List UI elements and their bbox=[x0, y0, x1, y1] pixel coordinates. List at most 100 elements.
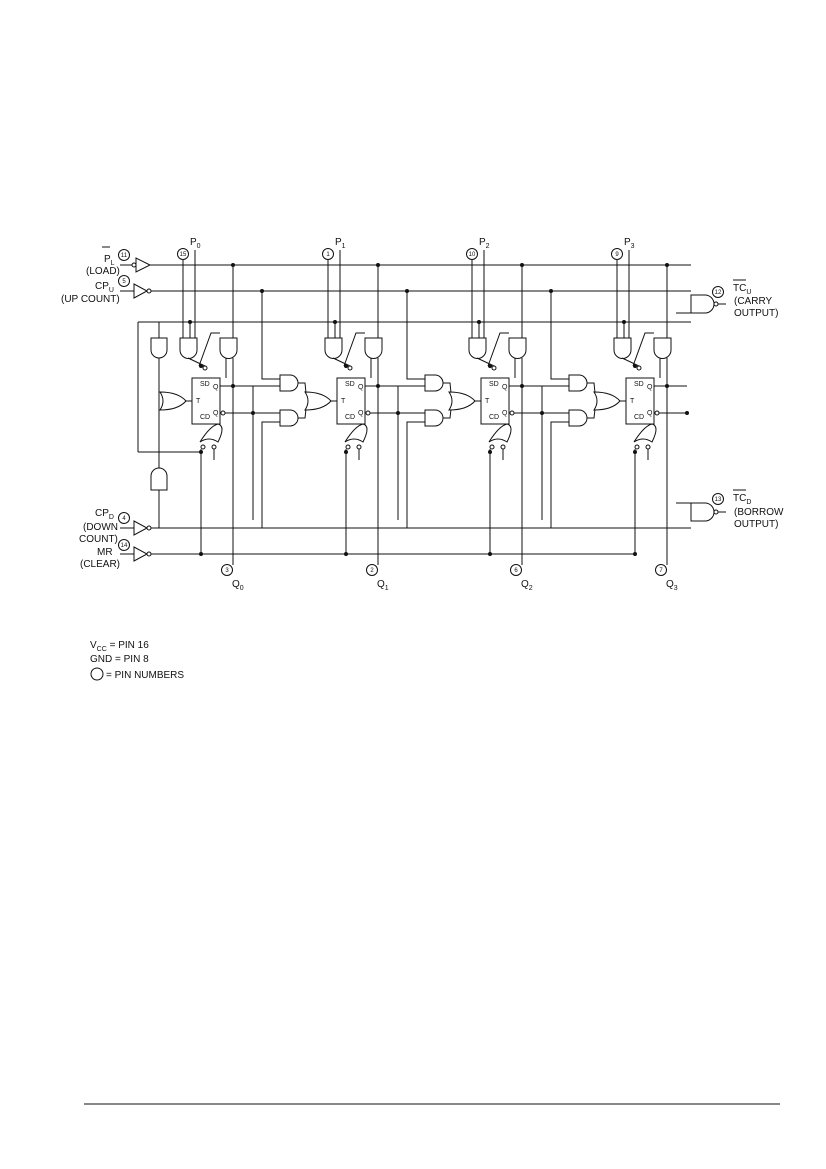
borrow-label: TCD bbox=[733, 493, 751, 506]
pin-number-cpd: 4 bbox=[122, 516, 126, 522]
stage-1-t-label: T bbox=[341, 398, 346, 405]
stage-0-up-out bbox=[298, 382, 307, 394]
stage-2-flipflop bbox=[480, 377, 510, 425]
stage-3-clear-bubble-b bbox=[645, 444, 651, 450]
stage-3-p-label: P3 bbox=[624, 237, 635, 250]
stage-3-q-pin-number: 7 bbox=[659, 568, 663, 574]
stage-1-mr-dot bbox=[344, 552, 348, 556]
pin-circle-pl bbox=[118, 249, 130, 261]
cpu-inversion-bubble bbox=[146, 288, 152, 294]
cpd-label: CPD bbox=[95, 508, 114, 521]
stage-0-p-label: P0 bbox=[190, 237, 201, 250]
stage-3-preset-bubble bbox=[636, 365, 642, 371]
stage-2-q-label: Q bbox=[502, 384, 508, 391]
stage-3-clear-or bbox=[633, 423, 657, 443]
stage-2-down-out bbox=[587, 408, 596, 419]
stage-1-down-clock bbox=[406, 421, 425, 528]
stage-2-up-clock-dot bbox=[549, 289, 553, 293]
stage-2-p-pin-circle bbox=[466, 248, 478, 260]
stage-1-up-out bbox=[443, 382, 452, 394]
pin-number-cpu: 5 bbox=[122, 279, 126, 285]
stage-1-preset-nand bbox=[324, 337, 343, 359]
stage-0-clear-nand bbox=[219, 337, 238, 359]
stage-0-preset-nand bbox=[179, 337, 198, 359]
pl-label: PL bbox=[104, 254, 115, 267]
stage-1-down-out bbox=[443, 408, 452, 419]
stage-2-down-clock bbox=[550, 421, 569, 528]
stage-1-cd-label: CD bbox=[345, 414, 355, 421]
stage-0-q-pin-number: 3 bbox=[225, 568, 229, 574]
stage-3-p-pin-circle bbox=[611, 248, 623, 260]
gnd-note: GND = PIN 8 bbox=[90, 654, 149, 665]
stage-3-preset-out bbox=[621, 357, 640, 367]
pin-legend-text: = PIN NUMBERS bbox=[106, 670, 184, 681]
mr-label: MR bbox=[97, 547, 113, 558]
cpd-inversion-bubble bbox=[146, 525, 152, 531]
stage-3-preset-nand bbox=[613, 337, 632, 359]
stage-3-q-label: Q3 bbox=[666, 579, 678, 592]
stage-2-preset-nand bbox=[468, 337, 487, 359]
stage-3-qbar-bubble bbox=[654, 410, 660, 416]
pin-circle-cpu bbox=[118, 275, 130, 287]
stage-1-p-label: P1 bbox=[335, 237, 346, 250]
pin-circle-carry bbox=[712, 286, 724, 298]
vcc-note: VCC = PIN 16 bbox=[90, 640, 149, 653]
stage-1-clear-bubble-a bbox=[345, 444, 351, 450]
stage-0-clear-bubble-b bbox=[211, 444, 217, 450]
stage-0-q-label: Q0 bbox=[232, 579, 244, 592]
stage-1-sd-label: SD bbox=[345, 381, 355, 388]
stage-1-up-clock bbox=[406, 291, 425, 380]
stage-3-q-pin-circle bbox=[655, 564, 667, 576]
stage-0-up-and bbox=[279, 374, 299, 392]
counter-stages: P015SDTCDQQ3Q0P11SDTCDQQ2Q1P210SDTCDQQ6Q… bbox=[159, 237, 689, 592]
pin-number-mr: 14 bbox=[121, 543, 128, 549]
stage-3-sd-label: SD bbox=[634, 381, 644, 388]
mr-desc: (CLEAR) bbox=[80, 559, 120, 570]
stage-3-mr-dot bbox=[633, 552, 637, 556]
stage-2-t-or bbox=[448, 391, 476, 411]
stage-0-clear-junction bbox=[199, 450, 203, 454]
stage-1-q-label: Q1 bbox=[377, 579, 389, 592]
cpd-desc-2: COUNT) bbox=[79, 534, 118, 545]
stage-2-q-label: Q2 bbox=[521, 579, 533, 592]
stage-0-qbar-label: Q bbox=[213, 410, 219, 417]
load-nand-gate bbox=[150, 337, 168, 359]
stage-0-q-label: Q bbox=[213, 384, 219, 391]
pin-circle-mr bbox=[118, 539, 130, 551]
stage-0-cd-label: CD bbox=[200, 414, 210, 421]
stage-2-clear-or bbox=[488, 423, 512, 443]
carry-label: TCU bbox=[733, 283, 751, 296]
stage-3-clear-bubble-a bbox=[634, 444, 640, 450]
mr-inversion-bubble bbox=[146, 551, 152, 557]
stage-3-p-pin-number: 9 bbox=[615, 252, 619, 258]
stage-2-qbar-label: Q bbox=[502, 410, 508, 417]
stage-1-cross-link bbox=[343, 332, 365, 367]
pl-desc: (LOAD) bbox=[86, 266, 120, 277]
stage-2-clear-bubble-b bbox=[500, 444, 506, 450]
stage-2-down-and bbox=[568, 409, 588, 427]
stage-2-preset-bubble bbox=[491, 365, 497, 371]
stage-2-q-pin-circle bbox=[510, 564, 522, 576]
stage-0-up-clock bbox=[261, 291, 280, 380]
stage-3-t-label: T bbox=[630, 398, 635, 405]
pin-number-carry: 12 bbox=[715, 290, 722, 296]
pin-circle-borrow bbox=[712, 493, 724, 505]
pl-inversion-bubble bbox=[131, 262, 137, 268]
stage-0-clear-bubble-a bbox=[200, 444, 206, 450]
stage-0-cross-link bbox=[198, 332, 220, 367]
borrow-bubble bbox=[713, 509, 719, 515]
stage-1-flipflop bbox=[336, 377, 366, 425]
pin-number-borrow: 13 bbox=[715, 497, 722, 503]
stage-3-cross-link bbox=[632, 332, 654, 367]
stage-2-p-label: P2 bbox=[479, 237, 490, 250]
stage-1-up-clock-dot bbox=[405, 289, 409, 293]
stage-0-up-clock-dot bbox=[260, 289, 264, 293]
stage-1-p-pin-number: 1 bbox=[326, 252, 330, 258]
stage-1-preset-bubble bbox=[347, 365, 353, 371]
mr-buffer bbox=[133, 546, 149, 562]
stage-0-down-and bbox=[279, 409, 299, 427]
pin-circle-cpd bbox=[118, 512, 130, 524]
stage-2-qbar-bubble bbox=[509, 410, 515, 416]
